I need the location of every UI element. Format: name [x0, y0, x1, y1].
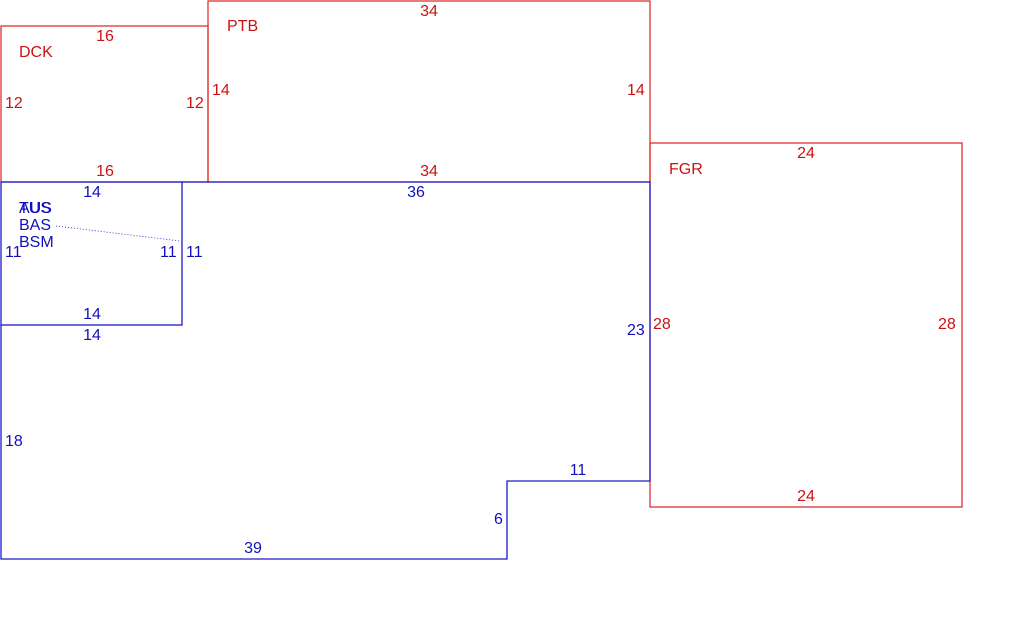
dck-dim-bottom: 16: [96, 163, 114, 180]
main-dim-top-left: 14: [83, 327, 101, 344]
main-dim-top: 36: [407, 184, 425, 201]
upper-leader-line: [55, 225, 181, 242]
main-dim-step-top: 11: [570, 462, 587, 479]
main-area: 14 36 23 11 6 39 18: [0, 181, 651, 560]
fgr-dim-bottom: 24: [797, 488, 815, 505]
dck-dim-left: 12: [5, 95, 23, 112]
upper-dim-left: 11: [5, 244, 22, 261]
ptb-dim-top: 34: [420, 3, 438, 20]
upper-dim-top: 14: [83, 184, 101, 201]
upper-outline: [0, 181, 183, 326]
dck-area: DCK 16 12 12 16: [0, 25, 209, 183]
upper-code-tus: TUS: [19, 200, 51, 217]
upper-code-bas: BAS: [19, 217, 51, 234]
ptb-outline: [207, 0, 651, 183]
main-dim-bottom: 39: [244, 540, 262, 557]
ptb-area: PTB 34 14 14 34: [207, 0, 651, 183]
fgr-dim-right: 28: [938, 316, 956, 333]
ptb-dim-left: 14: [212, 82, 230, 99]
dck-code: DCK: [19, 44, 53, 61]
fgr-dim-top: 24: [797, 145, 815, 162]
upper-dim-right-inner: 11: [160, 244, 177, 261]
dck-dim-right: 12: [186, 95, 204, 112]
upper-dim-bottom: 14: [83, 306, 101, 323]
ptb-dim-bottom: 34: [420, 163, 438, 180]
upper-code-bsm: BSM: [19, 234, 54, 251]
main-dim-step-side: 6: [494, 511, 503, 528]
upper-code-aus: AUS: [19, 200, 52, 217]
fgr-dim-left: 28: [653, 316, 671, 333]
main-dim-right: 23: [627, 322, 645, 339]
fgr-code: FGR: [669, 161, 703, 178]
upper-dim-right-outer: 11: [186, 244, 203, 261]
upper-area: AUS TUS BAS BSM 14 11 11 11 14: [0, 181, 203, 326]
fgr-outline: [649, 142, 963, 508]
main-dim-left: 18: [5, 433, 23, 450]
fgr-area: FGR 24 28 28 24: [649, 142, 963, 508]
ptb-dim-right: 14: [627, 82, 645, 99]
ptb-code: PTB: [227, 18, 258, 35]
dck-dim-top: 16: [96, 28, 114, 45]
main-outline: [0, 181, 651, 560]
